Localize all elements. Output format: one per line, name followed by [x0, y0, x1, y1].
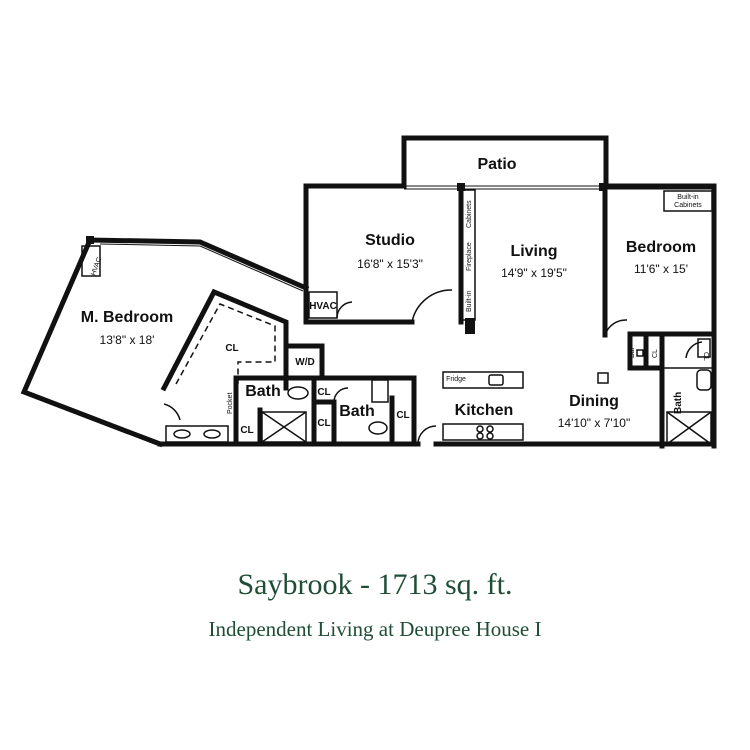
- bath2-tub: [371, 379, 389, 403]
- fireplace-post: [465, 318, 475, 334]
- bath2-door: [333, 387, 349, 403]
- post-1: [457, 183, 465, 191]
- fridge-label: Fridge: [446, 376, 466, 383]
- cabinets-label: Cabinets: [466, 200, 473, 228]
- master-door: [163, 403, 181, 421]
- hvac-box: [308, 291, 338, 319]
- entry-door: [417, 425, 437, 445]
- dining-column: [597, 372, 609, 384]
- kitchen-counter-bottom: [442, 423, 524, 441]
- bath3-toilet: [696, 369, 712, 391]
- master-vanity: [165, 425, 229, 443]
- master-window-2: [199, 245, 304, 292]
- kitchen-sink: [488, 374, 504, 386]
- builtin-cabinets-box: [663, 190, 713, 212]
- builtin-cabinets-label-2: Cabinets: [674, 202, 702, 209]
- closet-3: [697, 338, 711, 358]
- bar-label: Bar: [629, 346, 636, 358]
- burner-4: [486, 432, 494, 440]
- builtin-label: Built-in: [466, 290, 473, 312]
- master-closet-wall: [160, 288, 289, 392]
- bedroom-wall: [603, 183, 717, 449]
- master-hvac-label: HVAC: [90, 256, 103, 276]
- living-dim: 14'9" x 19'5": [501, 266, 567, 280]
- patio-wall: [401, 135, 609, 189]
- bedroom-dim: 11'6" x 15': [634, 262, 688, 276]
- dining-label: Dining: [569, 393, 619, 410]
- cl4-label: CL: [396, 410, 409, 421]
- kitchen-counter-top: [442, 371, 524, 389]
- master-window: [99, 243, 201, 247]
- burner-1: [476, 425, 484, 433]
- studio-door-swing: [411, 289, 453, 323]
- bath1-toilet: [287, 386, 309, 400]
- bath1-shower: [261, 411, 307, 443]
- cl3-label: CL: [317, 418, 330, 429]
- bath-top-wall: [233, 375, 417, 447]
- sink-2: [203, 429, 221, 439]
- bath3-door: [685, 341, 703, 359]
- master-post: [86, 236, 94, 244]
- wd-label: W/D: [295, 357, 314, 368]
- bath3-label: Bath: [673, 392, 684, 414]
- burner-2: [486, 425, 494, 433]
- bedroom-door-swing: [604, 319, 628, 336]
- studio-wall: [303, 183, 415, 325]
- hvac-label: HVAC: [309, 301, 337, 312]
- cl6-label: CL: [702, 352, 709, 361]
- floor-plan: Patio Studio 16'8" x 15'3" Living 14'9" …: [20, 135, 717, 449]
- sink-1: [173, 429, 191, 439]
- master-label: M. Bedroom: [81, 309, 173, 326]
- hvac-door: [336, 301, 353, 319]
- bar-sink: [636, 349, 644, 357]
- plan-subtitle: Independent Living at Deupree House I: [208, 617, 542, 641]
- bath2-label: Bath: [339, 403, 375, 420]
- bath3-shower-x2: [666, 411, 712, 445]
- bath1-label: Bath: [245, 383, 281, 400]
- studio-dim: 16'8" x 15'3": [357, 257, 423, 271]
- studio-label: Studio: [365, 232, 415, 249]
- burner-3: [476, 432, 484, 440]
- bedroom-label: Bedroom: [626, 239, 696, 256]
- closet-label: CL: [225, 343, 238, 354]
- living-label: Living: [510, 243, 557, 260]
- cl2-label: CL: [317, 387, 330, 398]
- cl5-label: CL: [652, 349, 659, 358]
- patio-label: Patio: [477, 156, 516, 173]
- kitchen-label: Kitchen: [455, 402, 514, 419]
- cl1-label: CL: [240, 425, 253, 436]
- pocket-label: Pocket: [227, 393, 234, 414]
- bath1-shower-x2: [261, 411, 307, 443]
- wd-wall: [283, 343, 325, 381]
- master-hvac-box: [81, 245, 101, 277]
- builtin-cabinets-label-1: Built-in: [677, 194, 699, 201]
- plan-title: Saybrook - 1713 sq. ft.: [237, 568, 513, 601]
- master-dim: 13'8" x 18': [100, 333, 155, 347]
- fireplace-label: Fireplace: [466, 242, 473, 271]
- bath2-toilet: [368, 421, 388, 435]
- dining-dim: 14'10" x 7'10": [558, 416, 631, 430]
